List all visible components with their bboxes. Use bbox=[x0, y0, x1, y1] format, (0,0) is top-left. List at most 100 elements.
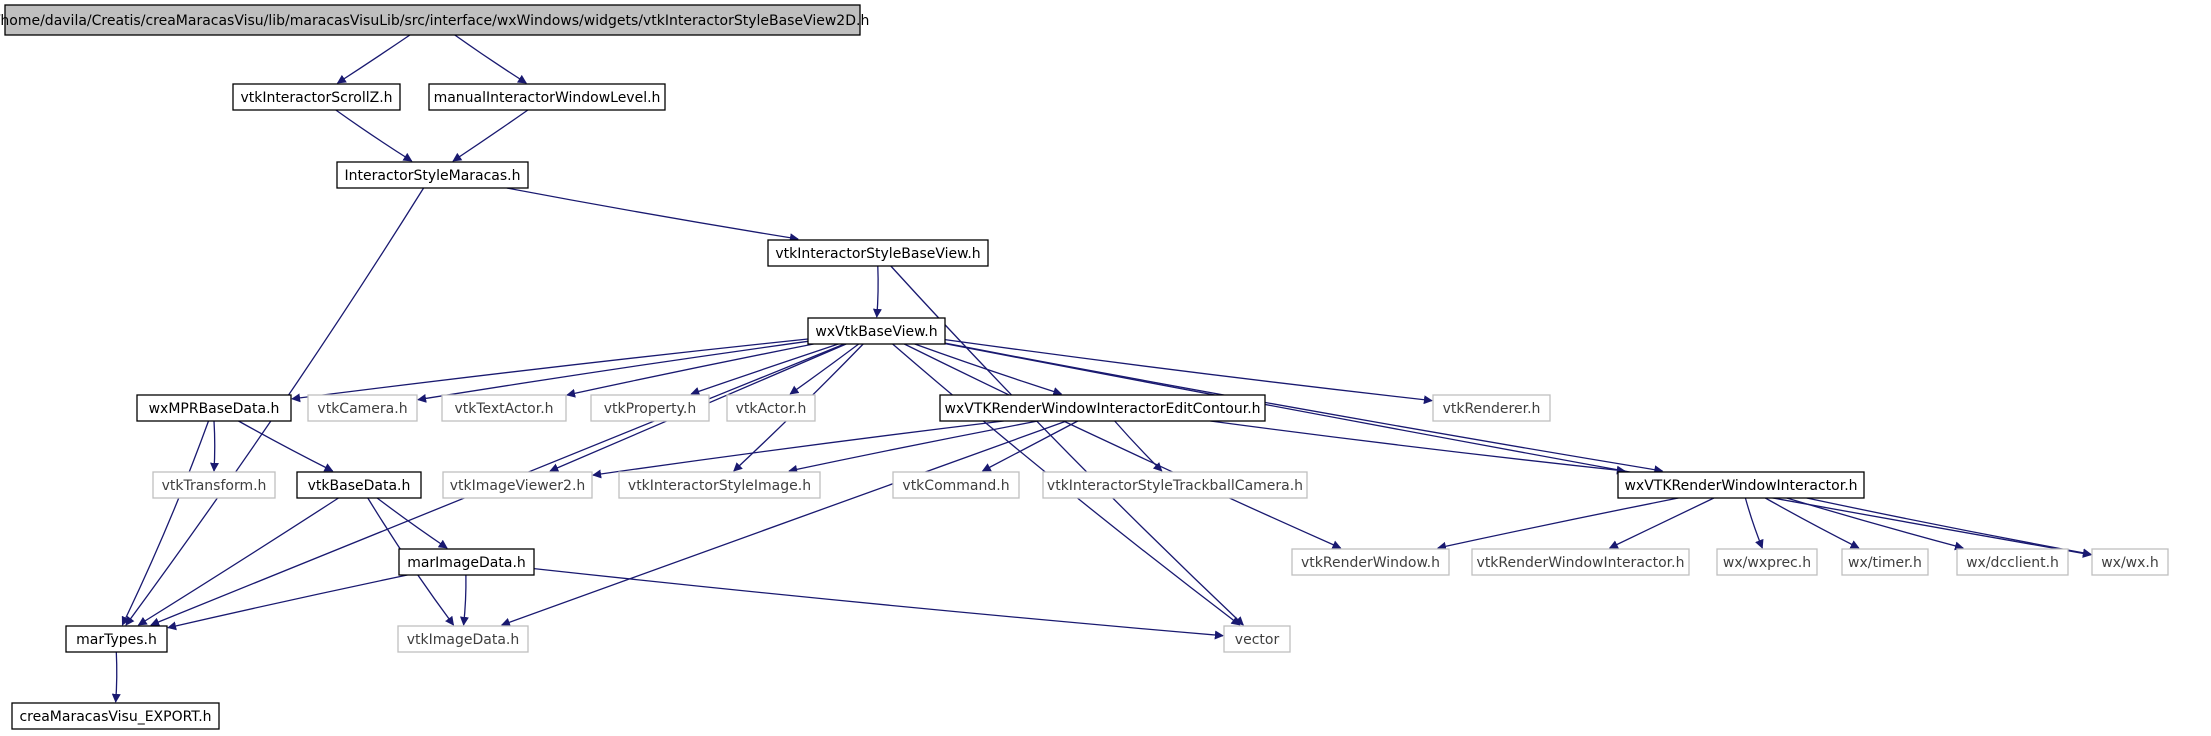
edge-root-to-scrollz bbox=[336, 34, 411, 84]
node-label-isbaseview: vtkInteractorStyleBaseView.h bbox=[775, 246, 980, 262]
node-wxtimer: wx/timer.h bbox=[1841, 548, 1929, 576]
node-vtktextactor: vtkTextActor.h bbox=[441, 394, 567, 422]
node-label-wxwx: wx/wx.h bbox=[2101, 555, 2159, 571]
node-label-wxmpr: wxMPRBaseData.h bbox=[149, 401, 280, 417]
edge-wxvtkbase-to-wxrwi bbox=[944, 342, 1664, 475]
edge-wxrwi-to-wxwx bbox=[1806, 497, 2092, 558]
node-label-vtktextactor: vtkTextActor.h bbox=[454, 401, 553, 417]
node-label-trackball: vtkInteractorStyleTrackballCamera.h bbox=[1047, 478, 1303, 494]
edge-wxvtkbase-to-editcontour bbox=[914, 343, 1063, 396]
node-vtkactor: vtkActor.h bbox=[726, 394, 816, 422]
node-vtkrwi: vtkRenderWindowInteractor.h bbox=[1471, 548, 1690, 576]
node-box-root bbox=[4, 4, 861, 36]
node-vtktransform: vtkTransform.h bbox=[152, 471, 276, 499]
node-label-vtkrenderer: vtkRenderer.h bbox=[1443, 401, 1541, 417]
edge-editcontour-to-isimage bbox=[788, 420, 1038, 474]
nodes-layer: /home/davila/Creatis/creaMaracasVisu/lib… bbox=[0, 4, 2169, 730]
edge-scrollz-to-ismaracas bbox=[335, 109, 413, 162]
edge-root-to-manualwl bbox=[454, 34, 527, 84]
node-box-marimage bbox=[398, 548, 535, 576]
node-box-trackball bbox=[1042, 471, 1308, 499]
node-box-vtkproperty bbox=[590, 394, 710, 422]
edge-wxvtkbase-to-wxmpr bbox=[291, 338, 809, 403]
node-wxrwi[interactable]: wxVTKRenderWindowInteractor.h bbox=[1617, 471, 1865, 499]
node-editcontour[interactable]: wxVTKRenderWindowInteractorEditContour.h bbox=[939, 394, 1266, 422]
node-wxmpr[interactable]: wxMPRBaseData.h bbox=[136, 394, 292, 422]
node-box-wxwx bbox=[2091, 548, 2169, 576]
node-scrollz[interactable]: vtkInteractorScrollZ.h bbox=[232, 83, 401, 111]
node-dcclient: wx/dcclient.h bbox=[1956, 548, 2069, 576]
edge-martypes-to-export bbox=[111, 651, 121, 703]
edge-ismaracas-to-isbaseview bbox=[506, 187, 799, 243]
node-label-isimage: vtkInteractorStyleImage.h bbox=[628, 478, 811, 494]
edge-wxrwi-to-vtkrenderwindow bbox=[1437, 497, 1679, 551]
node-label-vtktransform: vtkTransform.h bbox=[162, 478, 267, 494]
node-box-isbaseview bbox=[767, 239, 989, 267]
node-box-vtkrwi bbox=[1471, 548, 1690, 576]
node-wxprec: wx/wxprec.h bbox=[1716, 548, 1818, 576]
edge-wxvtkbase-to-vtkcamera bbox=[417, 340, 809, 403]
node-box-isimage bbox=[618, 471, 821, 499]
edge-wxvtkbase-to-vtkactor bbox=[789, 343, 860, 395]
edge-vtkbasedata-to-marimage bbox=[376, 497, 448, 549]
node-export[interactable]: creaMaracasVisu_EXPORT.h bbox=[11, 702, 220, 730]
node-vtkcommand: vtkCommand.h bbox=[892, 471, 1020, 499]
edge-wxrwi-to-vtkrwi bbox=[1608, 497, 1715, 549]
node-box-wxvtkbase bbox=[807, 317, 946, 345]
node-root[interactable]: /home/davila/Creatis/creaMaracasVisu/lib… bbox=[0, 4, 869, 36]
node-label-wxvtkbase: wxVtkBaseView.h bbox=[815, 324, 937, 340]
node-label-vtkbasedata: vtkBaseData.h bbox=[308, 478, 411, 494]
edge-wxvtkbase-to-vtkrenderwindow bbox=[904, 343, 1342, 549]
node-ismaracas[interactable]: InteractorStyleMaracas.h bbox=[336, 161, 529, 189]
node-label-dcclient: wx/dcclient.h bbox=[1966, 555, 2059, 571]
node-label-scrollz: vtkInteractorScrollZ.h bbox=[240, 90, 392, 106]
node-isbaseview[interactable]: vtkInteractorStyleBaseView.h bbox=[767, 239, 989, 267]
edge-marimage-to-martypes bbox=[167, 574, 408, 631]
node-label-manualwl: manualInteractorWindowLevel.h bbox=[434, 90, 661, 106]
node-marimage[interactable]: marImageData.h bbox=[398, 548, 535, 576]
node-label-export: creaMaracasVisu_EXPORT.h bbox=[19, 709, 211, 725]
node-label-vtkrenderwindow: vtkRenderWindow.h bbox=[1301, 555, 1440, 571]
node-wxvtkbase[interactable]: wxVtkBaseView.h bbox=[807, 317, 946, 345]
node-imgviewer2: vtkImageViewer2.h bbox=[442, 471, 593, 499]
node-box-export bbox=[11, 702, 220, 730]
node-box-wxtimer bbox=[1841, 548, 1929, 576]
edge-editcontour-to-vtkimagedata bbox=[500, 420, 1067, 627]
node-label-vtkproperty: vtkProperty.h bbox=[604, 401, 696, 417]
edge-wxmpr-to-martypes bbox=[121, 420, 210, 626]
node-label-wxtimer: wx/timer.h bbox=[1848, 555, 1922, 571]
node-label-vtkimagedata: vtkImageData.h bbox=[407, 632, 519, 648]
node-vtkrenderer: vtkRenderer.h bbox=[1432, 394, 1551, 422]
node-box-vtktransform bbox=[152, 471, 276, 499]
edge-manualwl-to-ismaracas bbox=[452, 109, 529, 162]
node-label-vtkactor: vtkActor.h bbox=[736, 401, 807, 417]
node-box-imgviewer2 bbox=[442, 471, 593, 499]
edge-marimage-to-vtkimagedata bbox=[459, 574, 469, 626]
node-box-ismaracas bbox=[336, 161, 529, 189]
edge-wxvtkbase-to-vtkrenderer bbox=[944, 338, 1433, 405]
node-box-vtkimagedata bbox=[397, 625, 529, 653]
node-label-root: /home/davila/Creatis/creaMaracasVisu/lib… bbox=[0, 13, 869, 29]
edge-wxmpr-to-vtktransform bbox=[209, 420, 219, 472]
edge-wxmpr-to-vtkbasedata bbox=[238, 420, 334, 472]
node-vtkbasedata[interactable]: vtkBaseData.h bbox=[296, 471, 422, 499]
node-wxwx: wx/wx.h bbox=[2091, 548, 2169, 576]
node-martypes[interactable]: marTypes.h bbox=[65, 625, 168, 653]
node-box-vtkbasedata bbox=[296, 471, 422, 499]
node-manualwl[interactable]: manualInteractorWindowLevel.h bbox=[428, 83, 666, 111]
node-label-martypes: marTypes.h bbox=[76, 632, 157, 648]
node-vtkimagedata: vtkImageData.h bbox=[397, 625, 529, 653]
node-box-vtkcommand bbox=[892, 471, 1020, 499]
node-box-editcontour bbox=[939, 394, 1266, 422]
node-box-dcclient bbox=[1956, 548, 2069, 576]
node-label-ismaracas: InteractorStyleMaracas.h bbox=[345, 168, 521, 184]
node-label-vector: vector bbox=[1235, 632, 1280, 648]
node-box-vtkactor bbox=[726, 394, 816, 422]
edge-wxvtkbase-to-vtktextactor bbox=[566, 343, 814, 398]
node-box-manualwl bbox=[428, 83, 666, 111]
node-label-vtkcommand: vtkCommand.h bbox=[902, 478, 1009, 494]
node-box-martypes bbox=[65, 625, 168, 653]
node-box-wxprec bbox=[1716, 548, 1818, 576]
node-box-wxmpr bbox=[136, 394, 292, 422]
node-vtkrenderwindow: vtkRenderWindow.h bbox=[1291, 548, 1450, 576]
